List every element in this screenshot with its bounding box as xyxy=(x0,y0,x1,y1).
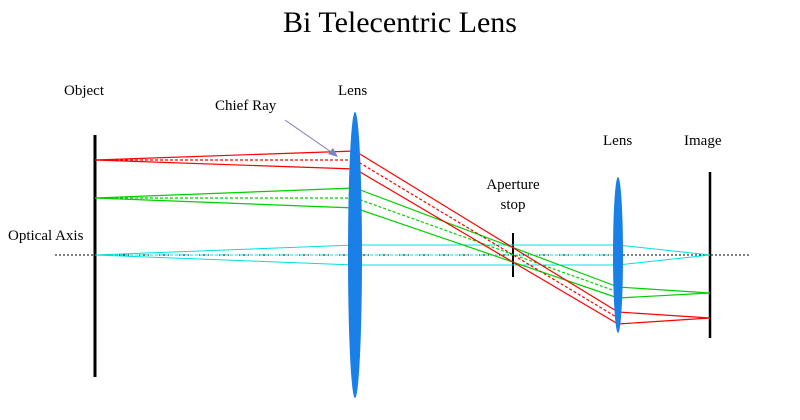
chief-ray-arrow xyxy=(284,119,335,155)
lens-2-label: Lens xyxy=(603,133,633,149)
optical-axis-label: Optical Axis xyxy=(8,228,84,244)
aperture-label-line-2: stop xyxy=(500,197,526,213)
chief-ray-label: Chief Ray xyxy=(215,98,277,114)
red-ray-bundle xyxy=(94,150,711,325)
lens-2 xyxy=(613,177,623,333)
diagram-title: Bi Telecentric Lens xyxy=(283,6,517,39)
chief-ray-arrowhead xyxy=(328,148,338,157)
object-label: Object xyxy=(64,83,104,99)
lens-1-label: Lens xyxy=(338,83,368,99)
lens-1 xyxy=(348,112,362,398)
green-ray-bundle xyxy=(94,187,711,299)
image-label: Image xyxy=(684,133,722,149)
cyan-ray-bundle xyxy=(94,244,711,266)
aperture-label-line-1: Aperture xyxy=(486,177,540,193)
aperture-stop-label: Aperture stop xyxy=(478,175,548,215)
